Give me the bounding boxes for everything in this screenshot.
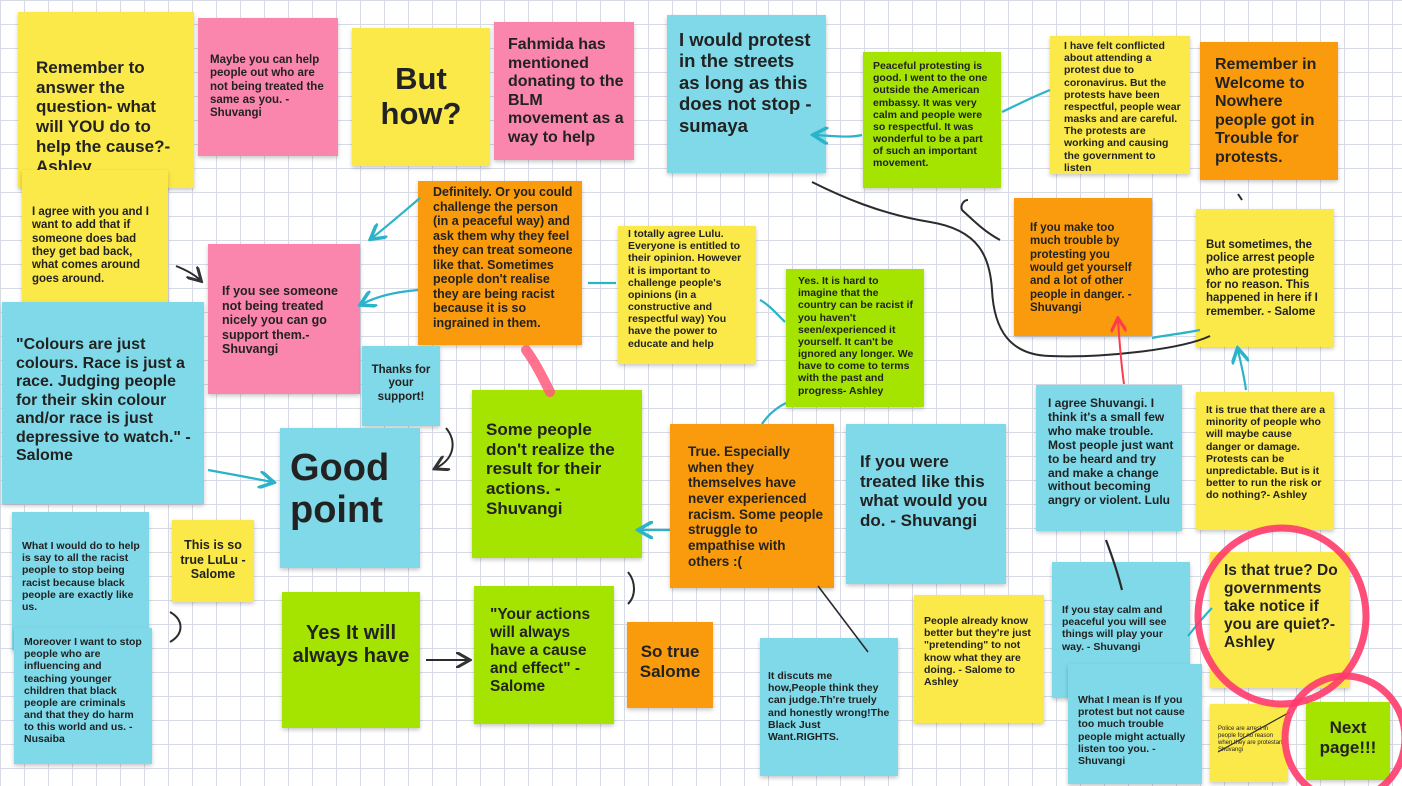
arrow-definitely-to-see-2 — [362, 288, 419, 304]
arrow-conflicted-to-peaceful — [1001, 88, 1051, 113]
note-hard-to-imagine[interactable]: Yes. It is hard to imagine that the coun… — [786, 269, 924, 407]
note-but-how[interactable]: But how? — [352, 28, 490, 166]
note-peaceful-protesting[interactable]: Peaceful protesting is good. I went to t… — [863, 52, 1001, 188]
note-colours[interactable]: "Colours are just colours. Race is just … — [2, 302, 204, 504]
note-so-true-salome[interactable]: So true Salome — [627, 622, 713, 708]
note-protest-streets[interactable]: I would protest in the streets as long a… — [667, 15, 826, 173]
note-maybe-help[interactable]: Maybe you can help people out who are no… — [198, 18, 338, 156]
note-remember-welcome[interactable]: Remember in Welcome to Nowhere people go… — [1200, 42, 1338, 180]
note-sometimes-police[interactable]: But sometimes, the police arrest people … — [1196, 209, 1334, 347]
note-already-know[interactable]: People already know better but they're j… — [914, 595, 1044, 723]
note-discusts-me[interactable]: It discuts me how,People think they can … — [760, 638, 898, 776]
line-arrow-agree — [175, 265, 200, 280]
note-too-much-trouble[interactable]: If you make too much trouble by protesti… — [1014, 198, 1152, 336]
note-felt-conflicted[interactable]: I have felt conflicted about attending a… — [1050, 36, 1190, 174]
note-your-actions[interactable]: "Your actions will always have a cause a… — [474, 586, 614, 724]
note-moreover[interactable]: Moreover I want to stop people who are i… — [14, 628, 152, 764]
note-police-arrest-small[interactable]: Police are arrest in people for no reaso… — [1210, 704, 1288, 782]
arrow-colours-to-good — [207, 468, 272, 482]
arrow-hard-to-totally — [759, 299, 786, 323]
note-fahmida[interactable]: Fahmida has mentioned donating to the BL… — [494, 22, 634, 160]
note-what-i-mean[interactable]: What I mean is If you protest but not ca… — [1068, 664, 1202, 784]
note-definitely-challenge[interactable]: Definitely. Or you could challenge the p… — [418, 181, 582, 345]
line-lulu-bracket — [169, 611, 182, 643]
note-thanks-support[interactable]: Thanks for your support! — [362, 346, 440, 426]
arrow-stay-calm-to-agree — [1187, 607, 1213, 637]
note-totally-agree-lulu[interactable]: I totally agree Lulu. Everyone is entitl… — [618, 226, 756, 364]
note-true-especially[interactable]: True. Especially when they themselves ha… — [670, 424, 834, 588]
note-remember-answer[interactable]: Remember to answer the question- what wi… — [18, 12, 194, 188]
note-is-that-true[interactable]: Is that true? Do governments take notice… — [1210, 552, 1350, 688]
arrow-true-to-hard — [761, 402, 787, 425]
note-agree-shuvangi[interactable]: I agree Shuvangi. I think it's a small f… — [1036, 385, 1182, 531]
arrow-police-to-up — [1151, 328, 1201, 340]
line-loop-arrow — [960, 199, 1001, 241]
note-agree-add[interactable]: I agree with you and I want to add that … — [22, 170, 168, 316]
note-so-true-lulu[interactable]: This is so true LuLu - Salome — [172, 520, 254, 602]
note-if-you-were[interactable]: If you were treated like this what would… — [846, 424, 1006, 584]
note-next-page[interactable]: Next page!!! — [1306, 702, 1390, 780]
note-good-point[interactable]: Good point — [280, 428, 420, 568]
note-what-i-would-do[interactable]: What I would do to help is say to all th… — [12, 512, 149, 650]
note-minority[interactable]: It is true that there are a minority of … — [1196, 392, 1334, 530]
arrow-minority-to-sometimes — [1238, 350, 1246, 391]
line-some-bracket — [627, 571, 635, 605]
note-see-someone[interactable]: If you see someone not being treated nic… — [208, 244, 360, 394]
arrow-definitely-to-see — [372, 197, 421, 238]
line-welcome-tick — [1237, 193, 1243, 201]
highlight-pink-stroke — [521, 345, 555, 397]
line-thanks-to-good — [436, 427, 454, 468]
note-yes-always[interactable]: Yes It will always have — [282, 592, 420, 728]
note-some-people[interactable]: Some people don't realize the result for… — [472, 390, 642, 558]
